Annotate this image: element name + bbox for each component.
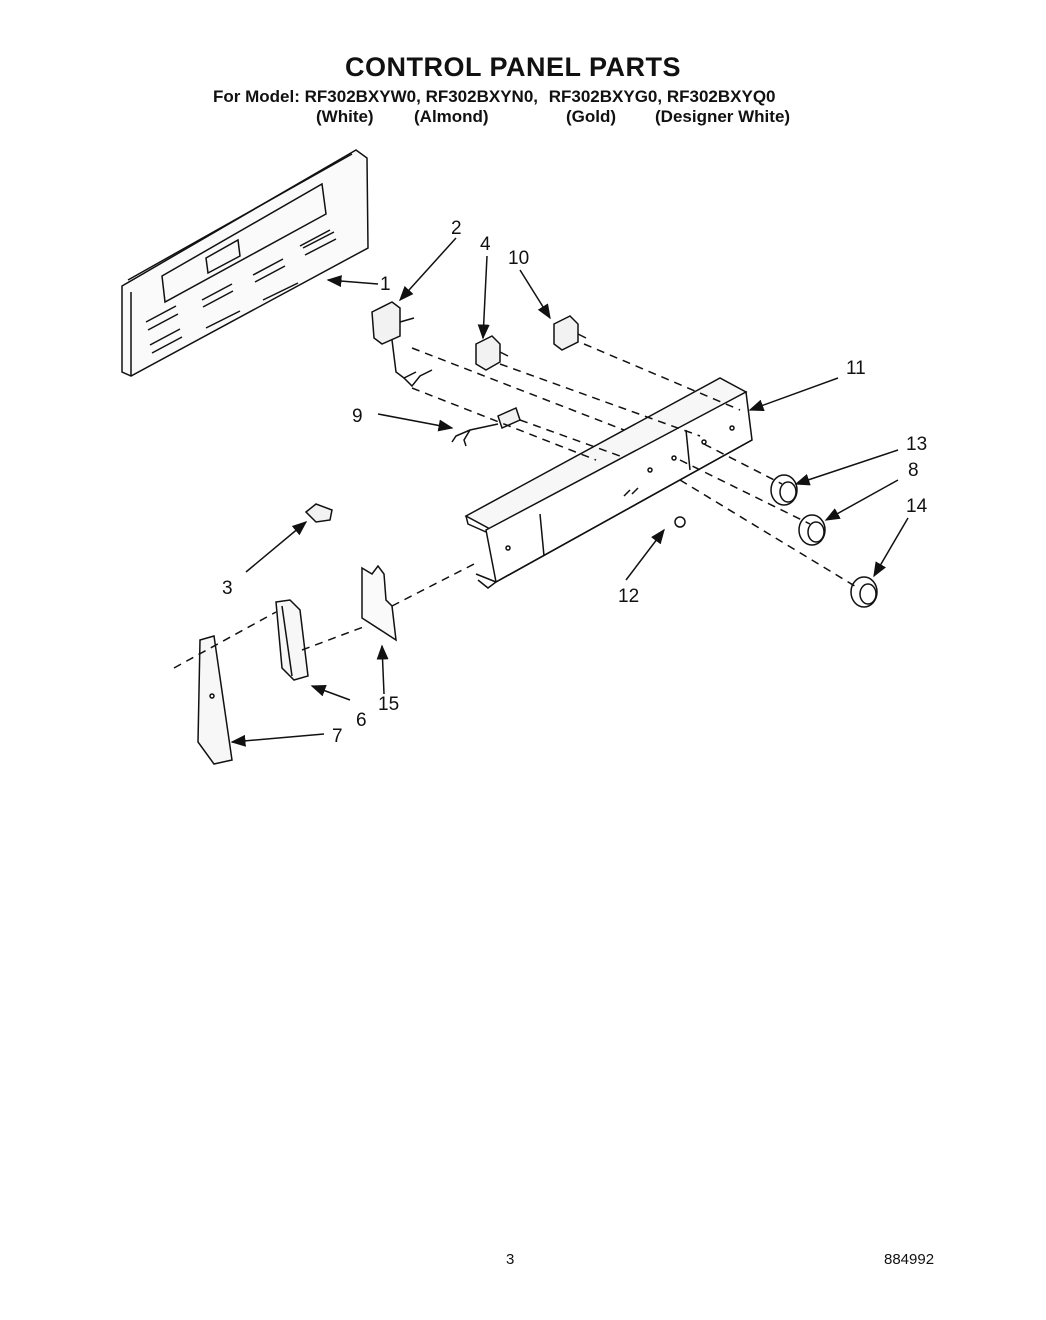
callout-1: 1 [380, 274, 391, 295]
callout-4: 4 [480, 234, 491, 255]
knob [850, 576, 878, 608]
color-label: (Almond) [414, 107, 489, 126]
back-panel [121, 149, 369, 377]
document-number: 884992 [884, 1251, 935, 1268]
callout-9: 9 [352, 406, 363, 427]
model-list: For Model: RF302BXYW0, RF302BXYN0, RF302… [213, 87, 776, 107]
end-cap [197, 635, 233, 765]
rocker-switch [553, 315, 587, 351]
model-number: RF302BXYG0, [548, 87, 663, 106]
page-number: 3 [506, 1251, 515, 1268]
clip [674, 516, 686, 528]
clip-3 [304, 503, 333, 523]
callout-2: 2 [451, 218, 462, 239]
callout-11: 11 [846, 358, 866, 379]
callout-14: 14 [906, 496, 928, 517]
color-label: (White) [316, 107, 374, 126]
control-console [464, 377, 753, 589]
knob [798, 514, 826, 546]
callout-12: 12 [618, 586, 639, 607]
model-number: RF302BXYW0, [304, 87, 421, 106]
callout-15: 15 [378, 694, 399, 715]
model-number: RF302BXYN0, [425, 87, 538, 106]
callout-6: 6 [356, 710, 367, 731]
thermostat-switch [371, 301, 433, 388]
knob [770, 474, 798, 506]
color-label: (Designer White) [655, 107, 791, 126]
callout-7: 7 [332, 726, 343, 747]
callout-8: 8 [908, 460, 919, 481]
callout-13: 13 [906, 434, 927, 455]
model-prefix: For Model: [213, 87, 300, 106]
color-label: (Gold) [566, 107, 617, 126]
callout-10: 10 [508, 248, 529, 269]
bracket [361, 564, 397, 642]
end-cap-inner [275, 599, 309, 681]
model-number: RF302BXYQ0 [666, 87, 776, 106]
callout-3: 3 [222, 578, 233, 599]
selector-switch [475, 335, 509, 371]
page-title: CONTROL PANEL PARTS [344, 52, 682, 82]
